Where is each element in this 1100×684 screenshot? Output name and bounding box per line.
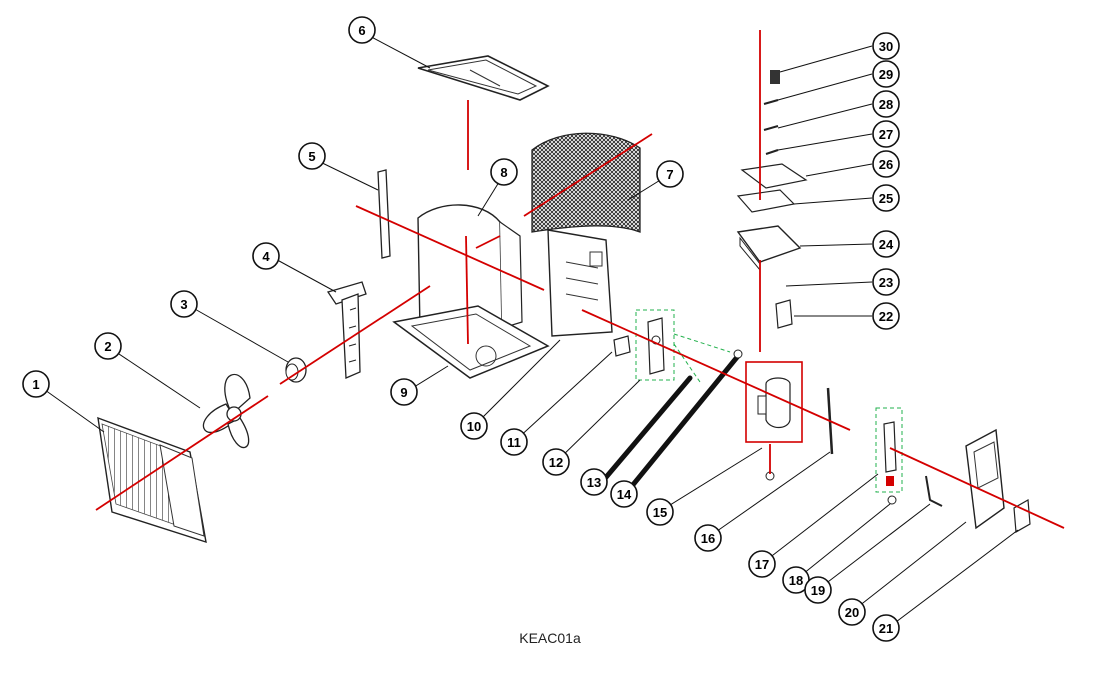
callout-17: 17 — [748, 550, 776, 578]
callout-label: 26 — [879, 157, 893, 172]
dashed-connectors — [673, 333, 731, 383]
callout-label: 17 — [755, 557, 769, 572]
part-30-terminal — [770, 70, 780, 84]
callout-label: 15 — [653, 505, 667, 520]
part-25-control-board — [736, 189, 796, 213]
part-2-fan-blade — [202, 373, 251, 449]
part-14-pipe — [629, 349, 743, 489]
callout-21: 21 — [872, 614, 900, 642]
callout-16: 16 — [694, 524, 722, 552]
callout-label: 4 — [262, 249, 270, 264]
diagram-caption: KEAC01a — [519, 630, 581, 646]
callout-label: 5 — [308, 149, 315, 164]
part-19-tube — [925, 475, 943, 507]
callout-7: 7 — [656, 160, 684, 188]
callout-label: 3 — [180, 297, 187, 312]
callout-label: 28 — [879, 97, 893, 112]
part-5-side-post — [377, 169, 391, 259]
part-9-base-pan — [392, 305, 550, 379]
callout-11: 11 — [500, 428, 528, 456]
part-11-small-bracket — [613, 335, 631, 357]
callout-label: 8 — [500, 165, 507, 180]
part-4-motor-bracket — [326, 281, 367, 379]
part-12-valve-assembly — [635, 309, 675, 381]
part-1-front-grille — [97, 416, 207, 544]
callout-13: 13 — [580, 468, 608, 496]
callout-4: 4 — [252, 242, 280, 270]
callout-label: 9 — [400, 385, 407, 400]
callout-label: 19 — [811, 583, 825, 598]
callout-label: 10 — [467, 419, 481, 434]
callout-label: 27 — [879, 127, 893, 142]
callout-label: 16 — [701, 531, 715, 546]
callout-19: 19 — [804, 576, 832, 604]
callout-10: 10 — [460, 412, 488, 440]
callout-label: 21 — [879, 621, 893, 636]
callout-14: 14 — [610, 480, 638, 508]
callout-23: 23 — [872, 268, 900, 296]
callout-label: 13 — [587, 475, 601, 490]
part-24-electric-box — [736, 225, 802, 272]
part-26-cover-plate — [740, 163, 808, 189]
part-10-partition-plate — [547, 229, 613, 337]
part-27-sensor — [765, 149, 779, 155]
callout-27: 27 — [872, 120, 900, 148]
callout-label: 11 — [507, 435, 521, 450]
leader-lines — [44, 31, 1019, 629]
callout-label: 30 — [879, 39, 893, 54]
callout-20: 20 — [838, 598, 866, 626]
part-18-fitting — [887, 495, 897, 505]
part-13-pipe — [599, 375, 693, 485]
part-15-compressor — [745, 361, 803, 481]
part-22-bracket — [775, 299, 793, 329]
callout-label: 12 — [549, 455, 563, 470]
assembly-axis-lines — [95, 30, 1065, 529]
callout-25: 25 — [872, 184, 900, 212]
callout-label: 7 — [666, 167, 673, 182]
callout-label: 1 — [32, 377, 39, 392]
callout-label: 20 — [845, 605, 859, 620]
part-6-top-cover — [417, 55, 550, 101]
callout-22: 22 — [872, 302, 900, 330]
callout-29: 29 — [872, 60, 900, 88]
callout-label: 25 — [879, 191, 893, 206]
callout-12: 12 — [542, 448, 570, 476]
part-21-small-cover — [1013, 499, 1031, 533]
callout-label: 24 — [879, 237, 894, 252]
callout-1: 1 — [22, 370, 50, 398]
callout-28: 28 — [872, 90, 900, 118]
callout-8: 8 — [490, 158, 518, 186]
callout-2: 2 — [94, 332, 122, 360]
callout-15: 15 — [646, 498, 674, 526]
callout-26: 26 — [872, 150, 900, 178]
callout-5: 5 — [298, 142, 326, 170]
callout-label: 14 — [617, 487, 632, 502]
part-28-sensor — [763, 125, 779, 131]
callout-label: 23 — [879, 275, 893, 290]
callout-9: 9 — [390, 378, 418, 406]
part-20-side-cover — [965, 428, 1005, 530]
callout-label: 29 — [879, 67, 893, 82]
callout-3: 3 — [170, 290, 198, 318]
callout-6: 6 — [348, 16, 376, 44]
callout-24: 24 — [872, 230, 900, 258]
part-29-sensor — [763, 99, 779, 105]
callout-label: 2 — [104, 339, 111, 354]
callout-30: 30 — [872, 32, 900, 60]
part-17-valve-group — [875, 407, 903, 493]
part-7-condenser-coil — [531, 132, 641, 233]
callout-label: 6 — [358, 23, 365, 38]
callout-label: 22 — [879, 309, 893, 324]
callout-label: 18 — [789, 573, 803, 588]
